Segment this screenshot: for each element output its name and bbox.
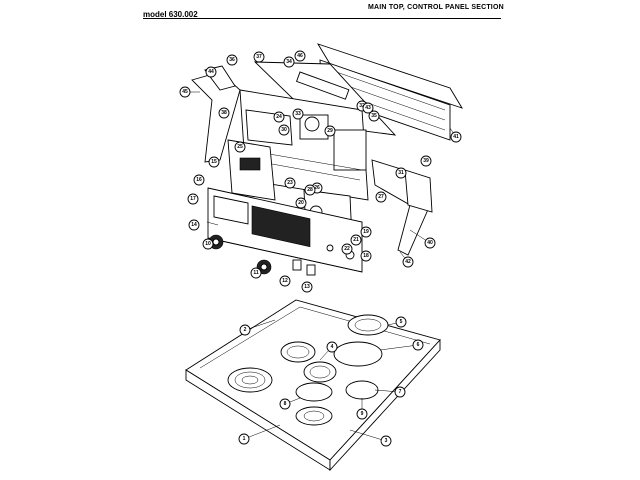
svg-text:20: 20 (298, 200, 304, 206)
side-bracket-right (371, 159, 433, 256)
callout-40: 40 (424, 237, 436, 249)
callout-29: 29 (324, 125, 336, 137)
svg-text:38: 38 (221, 110, 227, 116)
callout-2: 2 (239, 324, 251, 336)
callout-5: 5 (395, 316, 407, 328)
svg-text:29: 29 (327, 128, 333, 134)
svg-text:30: 30 (281, 127, 287, 133)
callout-18: 18 (360, 250, 372, 262)
svg-text:31: 31 (398, 170, 404, 176)
callout-28: 28 (304, 184, 316, 196)
callout-24: 24 (273, 111, 285, 123)
callout-33: 33 (292, 108, 304, 120)
svg-text:8: 8 (284, 401, 287, 407)
svg-text:10: 10 (205, 241, 211, 247)
svg-text:14: 14 (191, 222, 197, 228)
svg-text:32: 32 (359, 103, 365, 109)
svg-text:37: 37 (256, 54, 262, 60)
callout-17: 17 (187, 193, 199, 205)
svg-text:2: 2 (244, 327, 247, 333)
callout-31: 31 (395, 167, 407, 179)
drip-pans (295, 341, 383, 426)
callout-7: 7 (394, 386, 406, 398)
callout-16: 16 (193, 174, 205, 186)
callout-45: 45 (179, 86, 191, 98)
callout-21: 21 (350, 234, 362, 246)
svg-text:5: 5 (400, 319, 403, 325)
svg-text:23: 23 (287, 180, 293, 186)
svg-text:18: 18 (363, 253, 369, 259)
svg-text:35: 35 (371, 113, 377, 119)
callout-38: 38 (218, 107, 230, 119)
header-rule (143, 18, 501, 19)
svg-text:12: 12 (282, 278, 288, 284)
callout-8: 8 (279, 398, 291, 410)
svg-text:41: 41 (453, 134, 459, 140)
model-label: model 630.002 (143, 10, 198, 19)
callout-6: 6 (412, 339, 424, 351)
svg-text:42: 42 (405, 259, 411, 265)
section-title: MAIN TOP, CONTROL PANEL SECTION (368, 4, 504, 11)
svg-text:24: 24 (276, 114, 282, 120)
svg-text:44: 44 (208, 69, 214, 75)
svg-text:27: 27 (378, 194, 384, 200)
callout-15: 15 (208, 156, 220, 168)
callout-25: 25 (234, 141, 246, 153)
svg-text:17: 17 (190, 196, 196, 202)
svg-text:19: 19 (363, 229, 369, 235)
rear-panel (316, 43, 464, 141)
callout-43: 43 (362, 102, 374, 114)
callout-12: 12 (279, 275, 291, 287)
callout-42: 42 (402, 256, 414, 268)
svg-text:34: 34 (286, 59, 292, 65)
svg-text:40: 40 (427, 240, 433, 246)
svg-text:1: 1 (243, 436, 246, 442)
svg-text:4: 4 (331, 344, 334, 350)
callout-34: 34 (283, 56, 295, 68)
svg-text:16: 16 (196, 177, 202, 183)
svg-text:22: 22 (344, 246, 350, 252)
svg-text:15: 15 (211, 159, 217, 165)
svg-text:25: 25 (237, 144, 243, 150)
callout-44: 44 (205, 66, 217, 78)
svg-text:36: 36 (229, 57, 235, 63)
svg-text:33: 33 (295, 111, 301, 117)
callout-19: 19 (360, 226, 372, 238)
callout-37: 37 (253, 51, 265, 63)
svg-text:6: 6 (417, 342, 420, 348)
callout-4: 4 (326, 341, 338, 353)
svg-text:46: 46 (297, 53, 303, 59)
callout-3: 3 (380, 435, 392, 447)
callout-36: 36 (226, 54, 238, 66)
svg-text:39: 39 (423, 158, 429, 164)
callout-30: 30 (278, 124, 290, 136)
svg-text:13: 13 (304, 284, 310, 290)
svg-text:3: 3 (385, 438, 388, 444)
callout-41: 41 (450, 131, 462, 143)
callout-23: 23 (284, 177, 296, 189)
svg-text:28: 28 (307, 187, 313, 193)
svg-text:43: 43 (365, 105, 371, 111)
callout-27: 27 (375, 191, 387, 203)
surface-elements (227, 314, 389, 393)
callout-22: 22 (341, 243, 353, 255)
callout-39: 39 (420, 155, 432, 167)
callout-35: 35 (368, 110, 380, 122)
svg-text:26: 26 (314, 185, 320, 191)
callout-11: 11 (250, 267, 262, 279)
callout-13: 13 (301, 281, 313, 293)
callout-14: 14 (188, 219, 200, 231)
svg-text:7: 7 (399, 389, 402, 395)
callout-9: 9 (356, 408, 368, 420)
callout-10: 10 (202, 238, 214, 250)
svg-text:9: 9 (361, 411, 364, 417)
callout-1: 1 (238, 433, 250, 445)
svg-text:45: 45 (182, 89, 188, 95)
svg-text:21: 21 (353, 237, 359, 243)
callout-46: 46 (294, 50, 306, 62)
callout-20: 20 (295, 197, 307, 209)
svg-text:11: 11 (253, 270, 259, 276)
